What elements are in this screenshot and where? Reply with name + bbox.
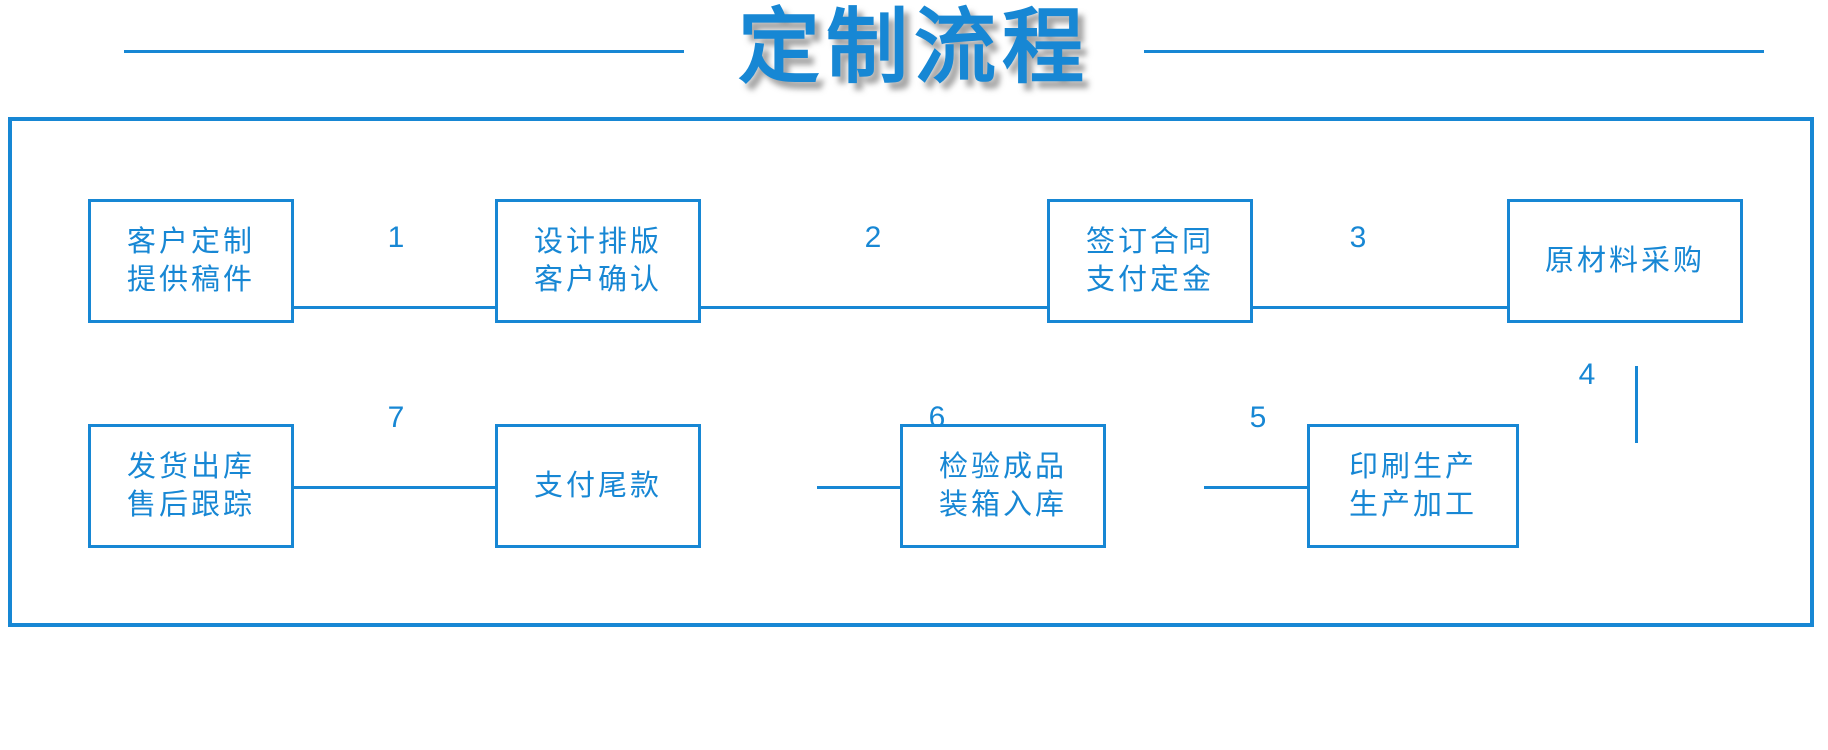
- connector-2-label: 2: [864, 221, 882, 254]
- flow-node-line: 签订合同: [1085, 226, 1214, 258]
- flow-node-line: 发货出库: [126, 451, 255, 483]
- flow-node-line: 检验成品: [938, 451, 1067, 483]
- connector-3-label: 3: [1349, 221, 1367, 254]
- connector-1-label: 1: [387, 221, 405, 254]
- title-rule-right: [1144, 50, 1764, 53]
- flow-node-line: 设计排版: [533, 226, 662, 258]
- flow-node-shipping-aftersales[interactable]: 发货出库 售后跟踪: [88, 424, 294, 548]
- flow-node-inspection-packing[interactable]: 检验成品 装箱入库: [900, 424, 1106, 548]
- flow-node-line: 原材料采购: [1544, 245, 1705, 277]
- flow-node-line: 生产加工: [1348, 489, 1477, 521]
- connector-1-line: [294, 306, 498, 309]
- flow-node-customer-order[interactable]: 客户定制 提供稿件: [88, 199, 294, 323]
- flow-node-line: 客户确认: [533, 264, 662, 296]
- flow-node-sign-contract[interactable]: 签订合同 支付定金: [1047, 199, 1253, 323]
- flow-node-material-purchase[interactable]: 原材料采购: [1507, 199, 1743, 323]
- flow-node-printing-production[interactable]: 印刷生产 生产加工: [1307, 424, 1519, 548]
- connector-2-line: [697, 306, 1049, 309]
- title-rule-left: [124, 50, 684, 53]
- connector-5-line: [1204, 486, 1312, 489]
- connector-7-line: [294, 486, 498, 489]
- flow-node-line: 支付尾款: [533, 470, 662, 502]
- flow-node-line: 售后跟踪: [126, 489, 255, 521]
- flow-node-design-layout[interactable]: 设计排版 客户确认: [495, 199, 701, 323]
- flow-node-line: 提供稿件: [126, 264, 255, 296]
- flow-node-line: 装箱入库: [938, 489, 1067, 521]
- connector-4-label: 4: [1578, 358, 1596, 391]
- flow-node-line: 印刷生产: [1348, 451, 1477, 483]
- connector-3-line: [1206, 306, 1510, 309]
- page-title: 定制流程: [737, 2, 1090, 93]
- connector-7-label: 7: [387, 401, 405, 434]
- flow-diagram-frame: 1 2 3 4 5 6 7 客户定制 提供稿件 设计排版 客户确认 签订合同 支…: [8, 117, 1814, 627]
- flow-node-line: 客户定制: [126, 226, 255, 258]
- flow-node-final-payment[interactable]: 支付尾款: [495, 424, 701, 548]
- connector-4-line: [1635, 366, 1638, 443]
- title-band: 定制流程: [0, 0, 1828, 108]
- flow-node-line: 支付定金: [1085, 264, 1214, 296]
- connector-5-label: 5: [1249, 401, 1267, 434]
